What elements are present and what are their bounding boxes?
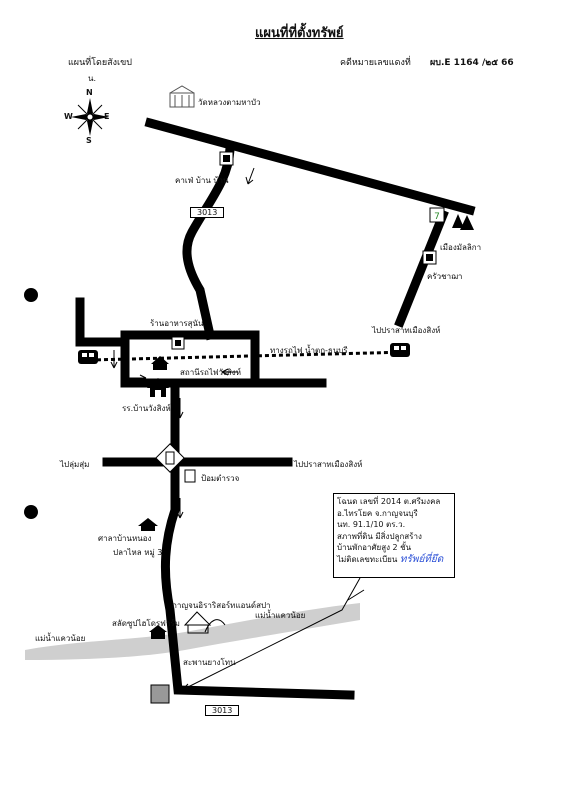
label-bridge: สะพานยางโทน <box>183 658 236 667</box>
label-pavilion: ศาลาบ้านหนอง <box>98 534 152 543</box>
property-note: โฉนด เลขที่ 2014 ต.ศรีมงคล อ.ไทรโยค จ.กา… <box>333 493 455 578</box>
compass-n: N <box>86 88 93 97</box>
label-pavilion-village: ปลาไหล หมู่ 3 <box>113 548 163 557</box>
map-caption: แผนที่โดยสังเขป <box>68 58 132 68</box>
note-line-1: โฉนด เลขที่ 2014 ต.ศรีมงคล <box>337 497 441 506</box>
label-school: รร.บ้านวังสิงห์ <box>122 404 171 413</box>
label-cafe: คาเฟ่ บ้าน บ้าน <box>175 176 229 185</box>
property-marker <box>150 684 170 704</box>
tree-icon <box>452 214 474 230</box>
north-abbrev: น. <box>88 74 97 83</box>
compass-s: S <box>86 136 92 145</box>
farm-icon <box>149 625 167 639</box>
label-railway: ทางรถไฟ น้ำตก-ธนบุรี <box>270 346 348 355</box>
svg-text:7: 7 <box>434 212 440 222</box>
road-south-3013 <box>160 465 355 700</box>
label-to-prasat-mid: ไปปราสาทเมืองสิงห์ <box>294 460 363 469</box>
case-number: ผบ.E 1164 <box>430 58 479 68</box>
punch-hole-bottom <box>24 505 38 519</box>
compass-w: W <box>64 112 73 121</box>
store-icon: 7 <box>429 207 445 223</box>
label-to-lumsum: ไปลุ่มสุ่ม <box>60 460 90 469</box>
note-line-5: บ้านพักอาศัยสูง 2 ชั้น <box>337 543 412 553</box>
case-year: /๒๕ 66 <box>482 58 514 68</box>
note-line-4: สภาพที่ดิน มีสิ่งปลูกสร้าง <box>337 531 422 541</box>
note-line-2: อ.ไทรโยค จ.กาญจนบุรี <box>337 508 418 518</box>
railway-line <box>89 350 411 362</box>
note-line-6: ไม่ติดเลขทะเบียน <box>337 554 398 564</box>
junction-icon <box>155 443 185 473</box>
temple-icon <box>169 85 195 108</box>
road-number-south: 3013 <box>205 705 240 716</box>
kitchen-icon <box>422 250 437 265</box>
road-west-stub <box>75 297 130 347</box>
case-label: คดีหมายเลขแดงที่ <box>340 58 411 68</box>
label-police-box: ป้อมตำรวจ <box>201 474 240 483</box>
compass-e: E <box>104 112 110 121</box>
river <box>25 603 360 660</box>
train-icon-right <box>390 343 410 357</box>
label-river-left: แม่น้ำแควน้อย <box>35 634 86 643</box>
police-box-icon <box>184 469 196 483</box>
resort-icon <box>183 611 226 634</box>
direction-arrows <box>110 167 365 601</box>
road-number-north: 3013 <box>190 207 225 218</box>
map-title: แผนที่ที่ตั้งทรัพย์ <box>255 26 344 41</box>
label-kritchaya: ครัวชาฌา <box>427 272 463 281</box>
note-line-3: นท. 91.1/10 ตร.ว. <box>337 520 406 530</box>
leader-line <box>181 577 361 691</box>
label-resort: กาญจนอิราริสอร์ทแอนด์สปา <box>172 601 271 610</box>
restaurant-icon <box>171 336 185 350</box>
station-icon <box>151 356 169 370</box>
pavilion-icon <box>138 518 158 531</box>
road-to-prasat-top <box>394 209 449 328</box>
train-icon-left <box>78 350 98 364</box>
label-mallika: เมืองมัลลิกา <box>440 243 482 252</box>
compass-icon <box>71 98 109 136</box>
label-farm: สลัดซูปไฮโดรฟาร์ม <box>112 619 180 628</box>
label-station: สถานีรถไฟวังสิงห์ <box>180 368 241 377</box>
label-to-prasat-top: ไปปราสาทเมืองสิงห์ <box>372 326 441 335</box>
label-restaurant: ร้านอาหารสุนัน <box>150 319 204 328</box>
road-top-diagonal <box>144 117 476 216</box>
cafe-icon <box>219 151 234 166</box>
school-icon <box>147 378 169 397</box>
road-3013-north <box>182 145 235 341</box>
punch-hole-top <box>24 288 38 302</box>
label-temple: วัดหลวงตามหาบัว <box>198 98 261 107</box>
note-handwritten: ทรัพย์ที่ยึด <box>399 553 444 565</box>
label-river-right: แม่น้ำแควน้อย <box>255 611 306 620</box>
